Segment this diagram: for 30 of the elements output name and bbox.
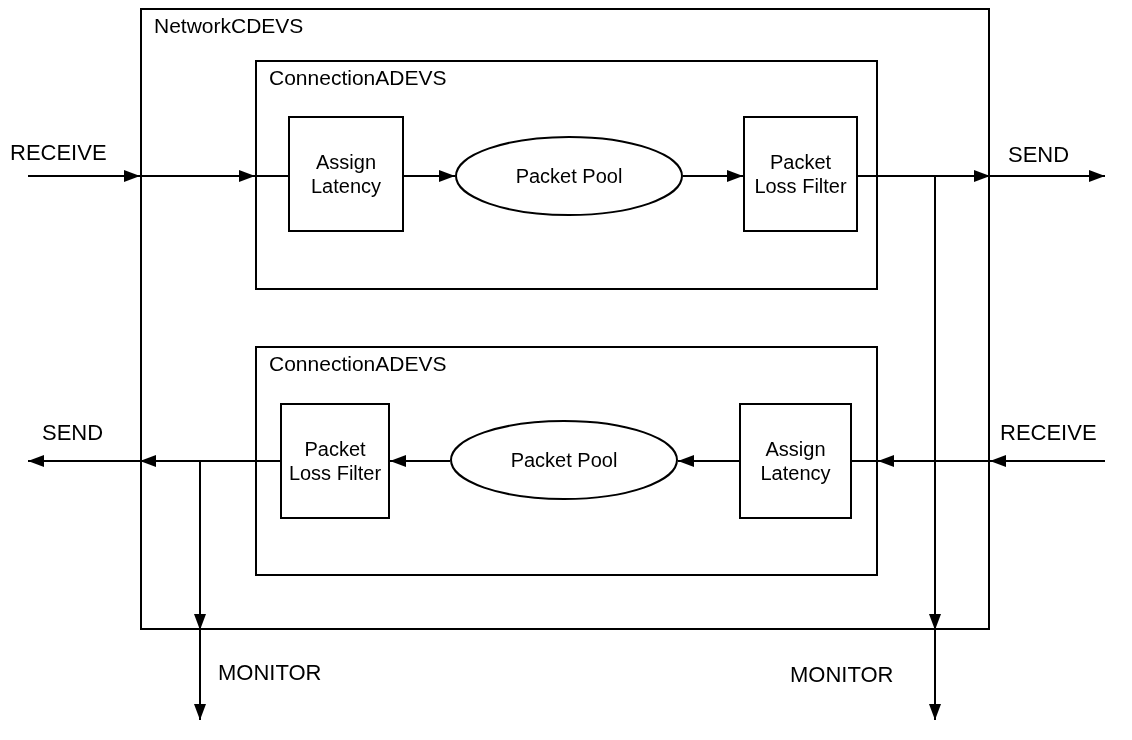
node-label: Packet Pool [514,163,624,189]
pool-ellipse [455,136,683,216]
arrow [989,170,1106,182]
process-box [739,403,852,519]
arrow [27,455,141,467]
node-label: Packet Loss Filter [287,436,383,486]
node-label: Assign Latency [759,436,832,486]
arrow [877,455,991,467]
container-title: ConnectionADEVS [269,352,447,376]
node-label: Packet Loss Filter [753,149,848,199]
container-title: ConnectionADEVS [269,66,447,90]
pool-ellipse [450,420,678,500]
process-box [743,116,858,232]
node-label: Packet Pool [509,447,619,473]
arrow [403,170,456,182]
arrow [139,170,256,182]
arrow [989,455,1106,467]
container-box [140,8,990,630]
arrow [27,170,141,182]
container-box [255,60,878,290]
process-box [280,403,390,519]
container-title: NetworkCDEVS [154,14,304,38]
node-label: Assign Latency [309,149,383,199]
arrow [677,455,740,467]
arrow [929,629,941,721]
container-box [255,346,878,576]
arrow [194,629,206,721]
process-box [288,116,404,232]
arrow [389,455,451,467]
arrow [682,170,744,182]
